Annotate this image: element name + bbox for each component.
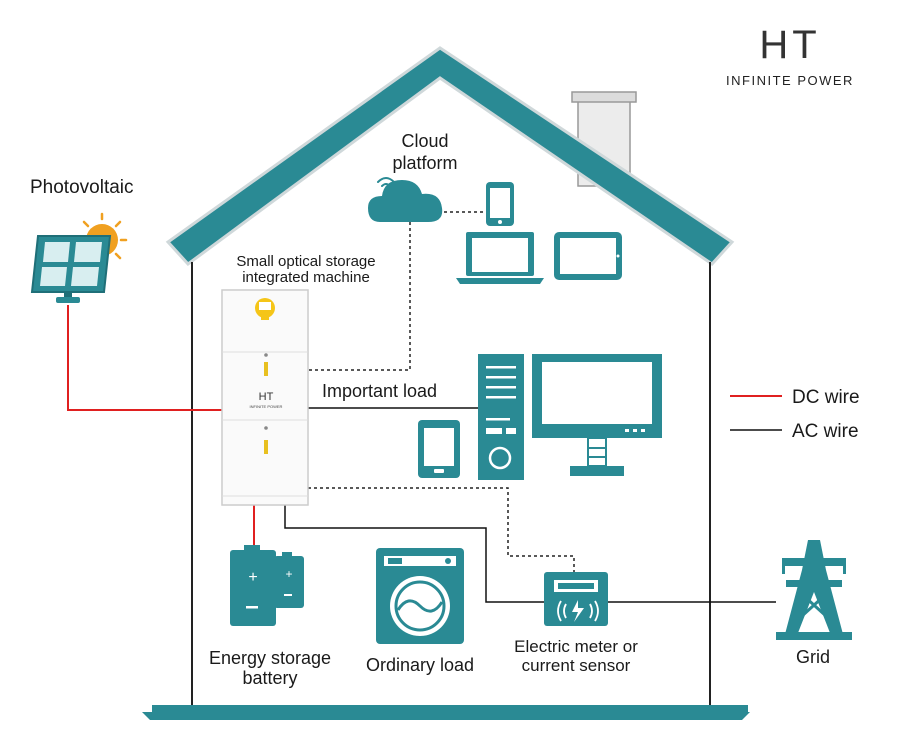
dc-wire-pv xyxy=(67,305,222,411)
electric-meter-icon xyxy=(544,572,608,626)
label-grid: Grid xyxy=(796,647,830,667)
label-meter-line2: current sensor xyxy=(522,656,631,675)
wires xyxy=(67,211,776,603)
ac-wire-grid xyxy=(284,505,776,603)
label-machine-line1: Small optical storage xyxy=(236,253,375,270)
wifi-icon xyxy=(377,177,395,187)
label-battery-line2: battery xyxy=(242,668,297,688)
legend: DC wire AC wire xyxy=(730,387,860,442)
comm-line-meter xyxy=(308,487,575,572)
washing-machine-icon xyxy=(376,548,464,644)
roof xyxy=(165,46,735,267)
label-ordinary-load: Ordinary load xyxy=(366,655,474,675)
smartphone-icon xyxy=(486,182,514,226)
solar-panel-icon xyxy=(30,212,128,303)
label-machine-line2: integrated machine xyxy=(242,269,370,286)
cloud-icon xyxy=(368,177,443,222)
machine-logo: HT xyxy=(259,391,274,403)
legend-ac-label: AC wire xyxy=(792,421,859,442)
tablet-icon xyxy=(554,232,622,280)
label-cloud-line1: Cloud xyxy=(401,131,448,151)
house-floor xyxy=(142,712,750,720)
tablet-device-icon xyxy=(418,420,460,478)
label-photovoltaic: Photovoltaic xyxy=(30,177,134,198)
laptop-icon xyxy=(456,232,544,284)
integrated-machine: HT INFINITE POWER xyxy=(221,289,309,506)
machine-display-icon xyxy=(255,298,275,320)
legend-dc-label: DC wire xyxy=(792,387,860,408)
brand-tagline: INFINITE POWER xyxy=(726,73,854,88)
brand-logo: HT INFINITE POWER xyxy=(726,23,854,88)
battery-icon: + + xyxy=(230,545,304,626)
machine-brand: INFINITE POWER xyxy=(250,404,283,409)
label-cloud-line2: platform xyxy=(392,153,457,173)
power-tower-icon xyxy=(776,540,852,640)
desktop-tower-icon xyxy=(478,354,524,480)
comm-line-cloud xyxy=(308,222,411,371)
brand-logo-text: HT xyxy=(759,23,820,67)
svg-text:+: + xyxy=(285,567,292,581)
label-important-load: Important load xyxy=(322,381,437,401)
svg-text:+: + xyxy=(248,569,257,586)
label-meter-line1: Electric meter or xyxy=(514,637,638,656)
label-battery-line1: Energy storage xyxy=(209,648,331,668)
monitor-icon xyxy=(532,354,662,476)
house xyxy=(142,46,750,720)
